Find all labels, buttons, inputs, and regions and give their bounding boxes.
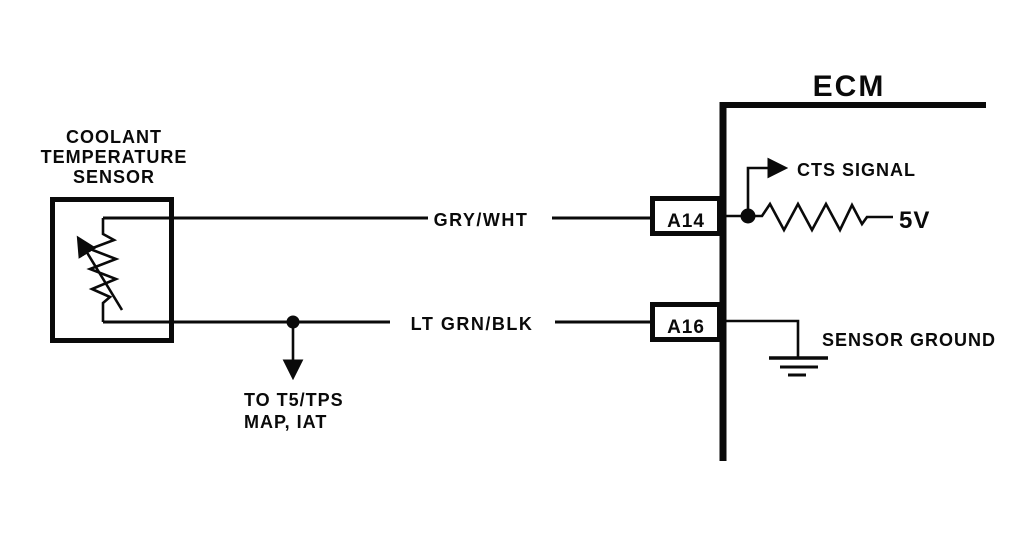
thermistor-icon (76, 218, 124, 322)
ground-wire-label: LT GRN/BLK (411, 314, 534, 334)
sensor-ground-branch: SENSOR GROUND (722, 319, 996, 377)
thermistor-zigzag (86, 218, 120, 322)
pin-a16-label: A16 (667, 317, 705, 338)
sensor-label-line3: SENSOR (73, 167, 155, 187)
resistor-zigzag (722, 201, 893, 233)
pin-a14-box (650, 196, 722, 236)
sensor-label-line1: COOLANT (66, 127, 162, 147)
sensor-ground-label: SENSOR GROUND (822, 330, 996, 350)
sensor-label-line2: TEMPERATURE (41, 147, 188, 167)
signal-wire-label: GRY/WHT (434, 210, 529, 230)
pin-a16: A16 (650, 302, 722, 342)
ground-symbol-icon (769, 356, 828, 377)
ground-lead (722, 319, 800, 357)
sensor-box (50, 197, 174, 343)
ecm-boundary: ECM (719, 70, 986, 461)
junction-dot (286, 315, 300, 329)
ecm-title: ECM (813, 70, 886, 103)
shared-ground-branch: TO T5/TPS MAP, IAT (244, 325, 344, 432)
supply-voltage-label: 5V (899, 207, 930, 234)
ground-wire: LT GRN/BLK (103, 314, 650, 334)
branch-note-line2: MAP, IAT (244, 412, 327, 432)
signal-wire: GRY/WHT (103, 210, 650, 230)
thermistor-arrow-icon (76, 235, 124, 311)
cts-signal-label: CTS SIGNAL (797, 160, 916, 180)
pin-a14: A14 (650, 196, 722, 236)
pin-a14-label: A14 (667, 211, 705, 232)
junction-dot (740, 208, 756, 224)
branch-note-line1: TO T5/TPS (244, 390, 344, 410)
cts-signal-arrow-icon (746, 157, 789, 214)
pin-a16-box (650, 302, 722, 342)
cts-signal-branch: CTS SIGNAL (746, 157, 916, 214)
sensor-label: COOLANT TEMPERATURE SENSOR (41, 127, 188, 187)
pullup-resistor: 5V (722, 201, 930, 234)
